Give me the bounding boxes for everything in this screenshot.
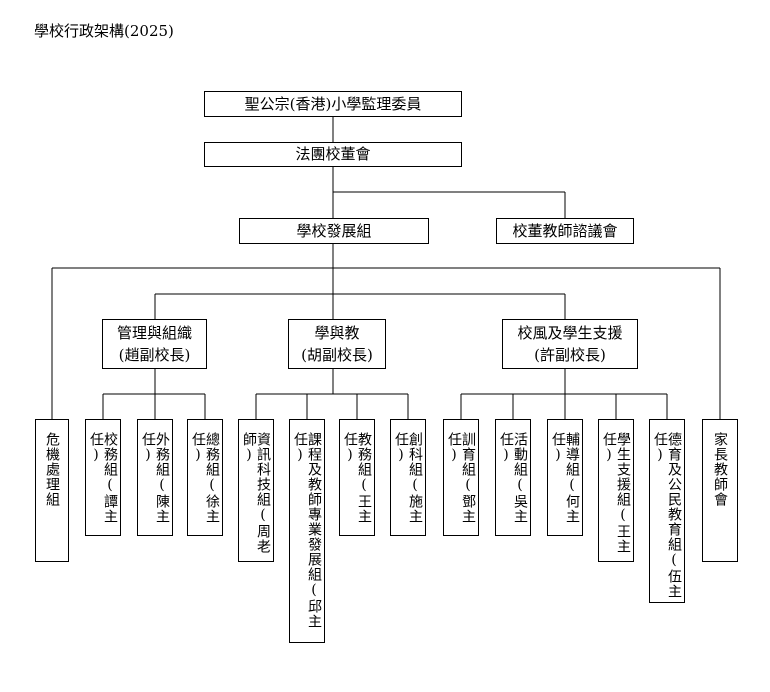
board-box: 聖公宗(香港)小學監理委員 xyxy=(204,91,462,117)
support-branch-head: (許副校長) xyxy=(534,346,606,364)
teacher-council-box: 校董教師諮議會 xyxy=(496,218,634,244)
learning-branch-name: 學與教 xyxy=(314,323,360,342)
unit-activities-label: 活動組(吳主任) xyxy=(498,432,528,524)
support-branch-box: 校風及學生支援 (許副校長) xyxy=(502,319,638,369)
unit-external-label: 外務組(陳主任) xyxy=(140,432,170,524)
sdg-label: 學校發展組 xyxy=(296,221,372,240)
unit-crisis-label: 危機處理組 xyxy=(44,432,60,507)
unit-activities: 活動組(吳主任) xyxy=(495,419,531,536)
sdg-box: 學校發展組 xyxy=(239,218,429,244)
board-label: 聖公宗(香港)小學監理委員 xyxy=(244,94,422,113)
unit-academic-label: 教務組(王主任) xyxy=(342,432,372,524)
admin-branch-head: (趙副校長) xyxy=(118,346,191,364)
smc-box: 法團校董會 xyxy=(204,142,462,167)
unit-discipline: 訓育組(鄧主任) xyxy=(443,419,479,536)
unit-general: 總務組(徐主任) xyxy=(187,419,223,536)
admin-branch-name: 管理與組織 xyxy=(116,323,192,342)
unit-general-label: 總務組(徐主任) xyxy=(190,432,220,524)
unit-it-label: 資訊科技組(周老師) xyxy=(241,432,271,554)
unit-moral-civic-label: 德育及公民教育組(伍主任) xyxy=(652,432,682,599)
admin-branch-box: 管理與組織 (趙副校長) xyxy=(102,319,207,369)
unit-academic: 教務組(王主任) xyxy=(339,419,375,536)
unit-student-support: 學生支援組(王主任) xyxy=(598,419,634,562)
smc-label: 法團校董會 xyxy=(295,145,371,164)
learning-branch-head: (胡副校長) xyxy=(301,346,373,364)
unit-stem-label: 創科組(施主任) xyxy=(393,432,423,524)
chart-title: 學校行政架構(2025) xyxy=(34,22,174,40)
unit-it: 資訊科技組(周老師) xyxy=(238,419,274,562)
unit-school-affairs: 校務組(譚主任) xyxy=(85,419,121,536)
unit-student-support-label: 學生支援組(王主任) xyxy=(601,432,631,554)
unit-moral-civic: 德育及公民教育組(伍主任) xyxy=(649,419,685,603)
unit-pta: 家長教師會 xyxy=(702,419,738,562)
learning-branch-box: 學與教 (胡副校長) xyxy=(288,319,386,369)
unit-counselling-label: 輔導組(何主任) xyxy=(550,432,580,524)
unit-curriculum: 課程及教師專業發展組(邱主任) xyxy=(289,419,325,643)
unit-school-affairs-label: 校務組(譚主任) xyxy=(88,432,118,524)
unit-external: 外務組(陳主任) xyxy=(137,419,173,536)
unit-stem: 創科組(施主任) xyxy=(390,419,426,536)
unit-curriculum-label: 課程及教師專業發展組(邱主任) xyxy=(292,432,322,629)
unit-discipline-label: 訓育組(鄧主任) xyxy=(446,432,476,524)
unit-crisis: 危機處理組 xyxy=(35,419,69,562)
unit-pta-label: 家長教師會 xyxy=(712,432,728,507)
teacher-council-label: 校董教師諮議會 xyxy=(512,221,618,240)
support-branch-name: 校風及學生支援 xyxy=(517,323,623,342)
unit-counselling: 輔導組(何主任) xyxy=(547,419,583,536)
